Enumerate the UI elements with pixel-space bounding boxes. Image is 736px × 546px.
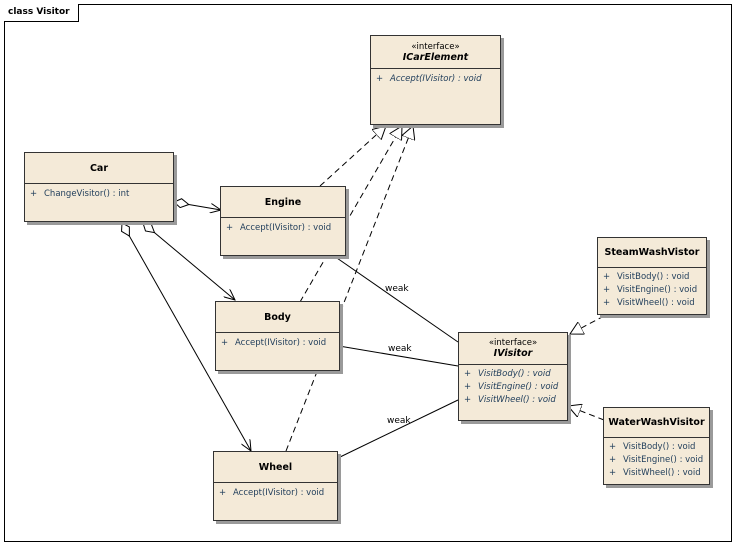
diagram-frame xyxy=(4,4,732,542)
class-name: ICarElement xyxy=(402,51,469,63)
operation-item: +VisitWheel() : void xyxy=(464,395,556,405)
class-name: Wheel xyxy=(258,461,293,473)
class-name: Engine xyxy=(264,196,302,208)
class-header: Engine xyxy=(221,187,345,218)
operation-item: +Accept(IVisitor) : void xyxy=(221,338,327,348)
operation-item: +VisitBody() : void xyxy=(464,369,551,379)
aggregation-car-engine xyxy=(174,202,221,210)
realization-body-icarelement xyxy=(299,126,402,303)
realization-waterwash-ivisitor xyxy=(568,406,605,421)
class-header: «interface» ICarElement xyxy=(371,36,500,69)
association-body-ivisitor xyxy=(338,345,459,367)
class-icarelement[interactable]: «interface» ICarElement +Accept(IVisitor… xyxy=(370,35,501,125)
operation-item: +VisitWheel() : void xyxy=(609,468,701,478)
operations-list: +Accept(IVisitor) : void xyxy=(214,483,337,500)
class-header: «interface» IVisitor xyxy=(459,333,567,365)
class-name: SteamWashVistor xyxy=(604,247,700,258)
class-steamwashvistor[interactable]: SteamWashVistor +VisitBody() : void +Vis… xyxy=(597,237,707,315)
class-header: WaterWashVisitor xyxy=(604,408,709,438)
association-engine-ivisitor xyxy=(333,255,459,343)
class-header: Wheel xyxy=(214,452,337,483)
realization-wheel-icarelement xyxy=(285,126,413,452)
class-wheel[interactable]: Wheel +Accept(IVisitor) : void xyxy=(213,451,338,521)
class-body[interactable]: Body +Accept(IVisitor) : void xyxy=(215,301,340,371)
class-name: Body xyxy=(264,311,291,323)
operation-item: +VisitEngine() : void xyxy=(609,455,704,465)
operation-item: +ChangeVisitor() : int xyxy=(30,189,130,199)
realization-steamwash-ivisitor xyxy=(570,315,605,334)
class-ivisitor[interactable]: «interface» IVisitor +VisitBody() : void… xyxy=(458,332,568,421)
stereotype-label: «interface» xyxy=(411,41,460,52)
operation-item: +Accept(IVisitor) : void xyxy=(226,223,332,233)
association-label-wheel: weak xyxy=(387,416,411,426)
operation-item: +VisitEngine() : void xyxy=(603,285,698,295)
association-label-body: weak xyxy=(388,344,412,354)
aggregation-car-wheel xyxy=(122,223,251,451)
operations-list: +Accept(IVisitor) : void xyxy=(216,333,339,350)
operation-item: +Accept(IVisitor) : void xyxy=(219,488,325,498)
operation-item: +VisitEngine() : void xyxy=(464,382,559,392)
class-name: IVisitor xyxy=(493,348,533,359)
class-car[interactable]: Car +ChangeVisitor() : int xyxy=(24,152,174,222)
class-name: WaterWashVisitor xyxy=(608,417,705,428)
operations-list: +Accept(IVisitor) : void xyxy=(221,218,345,235)
association-wheel-ivisitor xyxy=(337,399,459,459)
class-header: Car xyxy=(25,153,173,184)
operation-item: +VisitWheel() : void xyxy=(603,298,695,308)
operation-item: +Accept(IVisitor) : void xyxy=(376,74,482,84)
association-label-engine: weak xyxy=(385,284,409,294)
class-header: Body xyxy=(216,302,339,333)
class-engine[interactable]: Engine +Accept(IVisitor) : void xyxy=(220,186,346,256)
operations-list: +VisitBody() : void +VisitEngine() : voi… xyxy=(459,365,567,407)
operation-item: +VisitBody() : void xyxy=(609,442,696,452)
class-waterwashvisitor[interactable]: WaterWashVisitor +VisitBody() : void +Vi… xyxy=(603,407,710,485)
stereotype-label: «interface» xyxy=(488,338,538,348)
operations-list: +Accept(IVisitor) : void xyxy=(371,69,500,86)
operations-list: +ChangeVisitor() : int xyxy=(25,184,173,201)
realization-engine-icarelement xyxy=(319,126,386,187)
operation-item: +VisitBody() : void xyxy=(603,272,690,282)
operations-list: +VisitBody() : void +VisitEngine() : voi… xyxy=(604,438,709,480)
operations-list: +VisitBody() : void +VisitEngine() : voi… xyxy=(598,268,706,310)
class-name: Car xyxy=(89,162,109,174)
frame-title: class Visitor xyxy=(4,4,79,22)
class-header: SteamWashVistor xyxy=(598,238,706,268)
